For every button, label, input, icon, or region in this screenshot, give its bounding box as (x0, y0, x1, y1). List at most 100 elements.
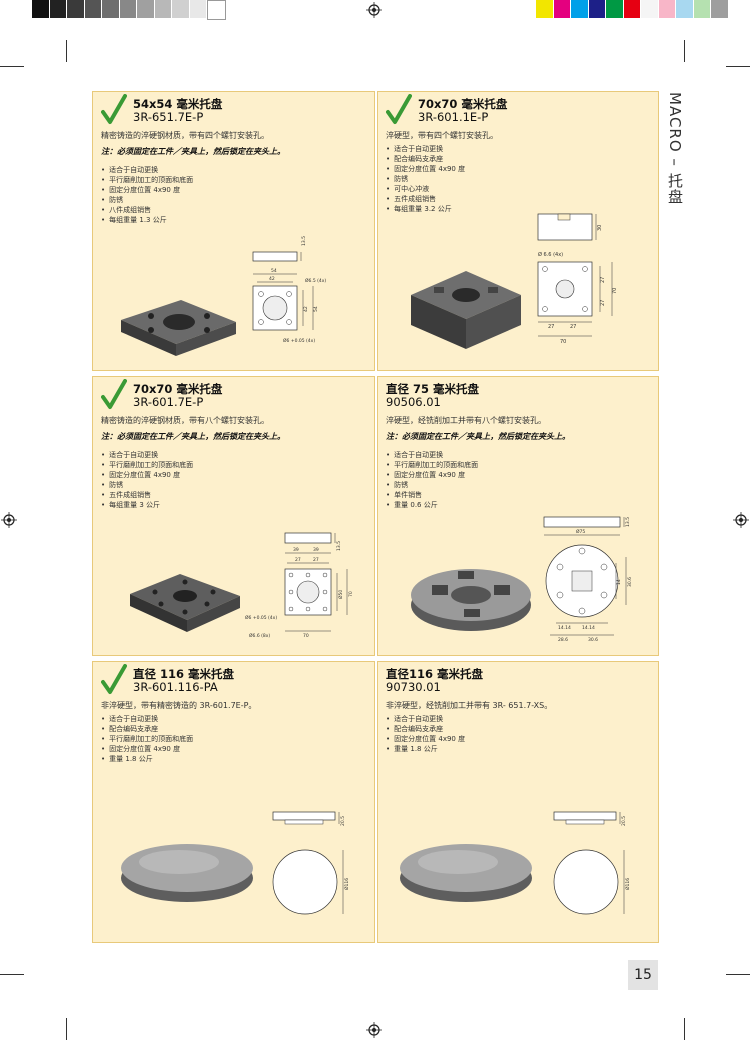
feature-list: 适合于自动更换 平行磨削加工的顶面和底面 固定分度位置 4x90 度 防锈 单件… (386, 450, 478, 510)
list-item: 固定分度位置 4x90 度 (101, 744, 193, 754)
feature-list: 适合于自动更换 配合编码支承座 平行磨削加工的顶面和底面 固定分度位置 4x90… (101, 714, 193, 764)
checkmark-icon (386, 94, 412, 124)
list-item: 适合于自动更换 (101, 714, 193, 724)
dimension-label: 20.5 (621, 816, 627, 826)
dimension-label: 30.6 (588, 637, 598, 643)
crop-mark (66, 1018, 67, 1040)
card-description: 淬硬型，经铣削加工并带有八个螺钉安装孔。 (386, 416, 546, 425)
dimension-label: 27 (313, 557, 319, 563)
feature-list: 适合于自动更换 平行磨削加工的顶面和底面 固定分度位置 4x90 度 防锈 五件… (101, 450, 193, 510)
card-description: 非淬硬型，带有精密铸造的 3R-601.7E-P。 (101, 701, 257, 710)
list-item: 五件成组销售 (101, 490, 193, 500)
dimension-label: Ø116 (343, 878, 350, 890)
dimension-label: 39 (293, 547, 299, 553)
dimension-label: 27 (295, 557, 301, 563)
list-item: 配合编码支承座 (101, 724, 193, 734)
dimension-label: 27 (548, 324, 554, 330)
dimension-label: 30 (597, 225, 603, 231)
side-section-title: MACRO – 托盘 (666, 92, 684, 205)
crop-mark (0, 66, 24, 67)
list-item: 固定分度位置 4x90 度 (101, 185, 193, 195)
list-item: 重量 0.6 公斤 (386, 500, 478, 510)
list-item: 单件销售 (386, 490, 478, 500)
list-item: 八件成组销售 (101, 205, 193, 215)
list-item: 固定分度位置 4x90 度 (101, 470, 193, 480)
dimension-label: 27 (600, 277, 606, 283)
registration-mark-icon (733, 512, 749, 528)
dimension-label: 14 (616, 579, 622, 585)
feature-list: 适合于自动更换 平行磨削加工的顶面和底面 固定分度位置 4x90 度 防锈 八件… (101, 165, 193, 225)
list-item: 重量 1.8 公斤 (101, 754, 193, 764)
dimension-label: Ø75 (576, 528, 585, 535)
gray-scale-bar (32, 0, 226, 20)
list-item: 每组重量 3 公斤 (101, 500, 193, 510)
pallet-photo (411, 569, 531, 631)
dimension-label: 42 (269, 276, 275, 282)
crop-mark (66, 40, 67, 62)
list-item: 平行磨削加工的顶面和底面 (101, 734, 193, 744)
dimension-label: Ø50 (337, 590, 344, 599)
pallet-photo (411, 271, 521, 349)
list-item: 重量 1.8 公斤 (386, 744, 465, 754)
list-item: 配合编码支承座 (386, 154, 465, 164)
pallet-photo (121, 844, 253, 902)
list-item: 适合于自动更换 (386, 714, 465, 724)
card-note: 注：必须固定在工件／夹具上，然后锁定在夹头上。 (101, 432, 285, 441)
pallet-photo (130, 574, 240, 632)
registration-mark-icon (1, 512, 17, 528)
crop-mark (0, 974, 24, 975)
technical-drawing: 20.5 Ø116 (553, 811, 631, 915)
card-description: 精密铸造的淬硬钢材质，带有八个螺钉安装孔。 (101, 416, 269, 425)
dimension-label: 42 (303, 306, 309, 312)
dimension-label: 13.5 (625, 517, 631, 527)
list-item: 适合于自动更换 (386, 450, 478, 460)
dimension-label: 70 (560, 339, 566, 345)
page-number: 15 (628, 960, 658, 990)
technical-drawing: 20.5 Ø116 (272, 811, 350, 915)
dimension-label: 39 (313, 547, 319, 553)
dimension-label: Ø116 (624, 878, 631, 890)
list-item: 平行磨削加工的顶面和底面 (101, 175, 193, 185)
list-item: 平行磨削加工的顶面和底面 (386, 460, 478, 470)
dimension-label: 27 (570, 324, 576, 330)
technical-drawing: 13.5 Ø75 30.6 14 14.14 14.14 28.6 30.6 (543, 516, 633, 643)
dimension-label: 70 (612, 288, 618, 294)
list-item: 每组重量 3.2 公斤 (386, 204, 465, 214)
dimension-label: 54 (313, 306, 319, 312)
feature-list: 适合于自动更换 配合编码支承座 固定分度位置 4x90 度 防锈 可中心冲液 五… (386, 144, 465, 214)
checkmark-icon (101, 379, 127, 409)
dimension-label: 70 (303, 633, 309, 639)
dimension-label: 70 (348, 591, 354, 597)
dimension-label: 14.14 (558, 625, 571, 631)
checkmark-icon (101, 664, 127, 694)
card-description: 非淬硬型，经铣削加工并带有 3R- 651.7-XS。 (386, 701, 553, 710)
dimension-label: 30.6 (627, 577, 633, 587)
list-item: 适合于自动更换 (101, 165, 193, 175)
list-item: 每组重量 1.3 公斤 (101, 215, 193, 225)
crop-mark (726, 974, 750, 975)
crop-mark (684, 1018, 685, 1040)
card-description: 淬硬型，带有四个螺钉安装孔。 (386, 131, 498, 140)
list-item: 配合编码支承座 (386, 724, 465, 734)
dimension-label: Ø6.5 (4x) (305, 277, 326, 284)
list-item: 防锈 (386, 480, 478, 490)
list-item: 平行磨削加工的顶面和底面 (101, 460, 193, 470)
dimension-label: 28.6 (558, 637, 568, 643)
crop-mark (726, 66, 750, 67)
list-item: 可中心冲液 (386, 184, 465, 194)
dimension-label: 13.5 (336, 541, 342, 551)
dimension-label: 20.5 (340, 816, 346, 826)
list-item: 防锈 (386, 174, 465, 184)
technical-drawing: 13.5 39 39 27 27 Ø6 +0.05 (4x) Ø6.6 (8x)… (245, 532, 354, 639)
list-item: 防锈 (101, 480, 193, 490)
